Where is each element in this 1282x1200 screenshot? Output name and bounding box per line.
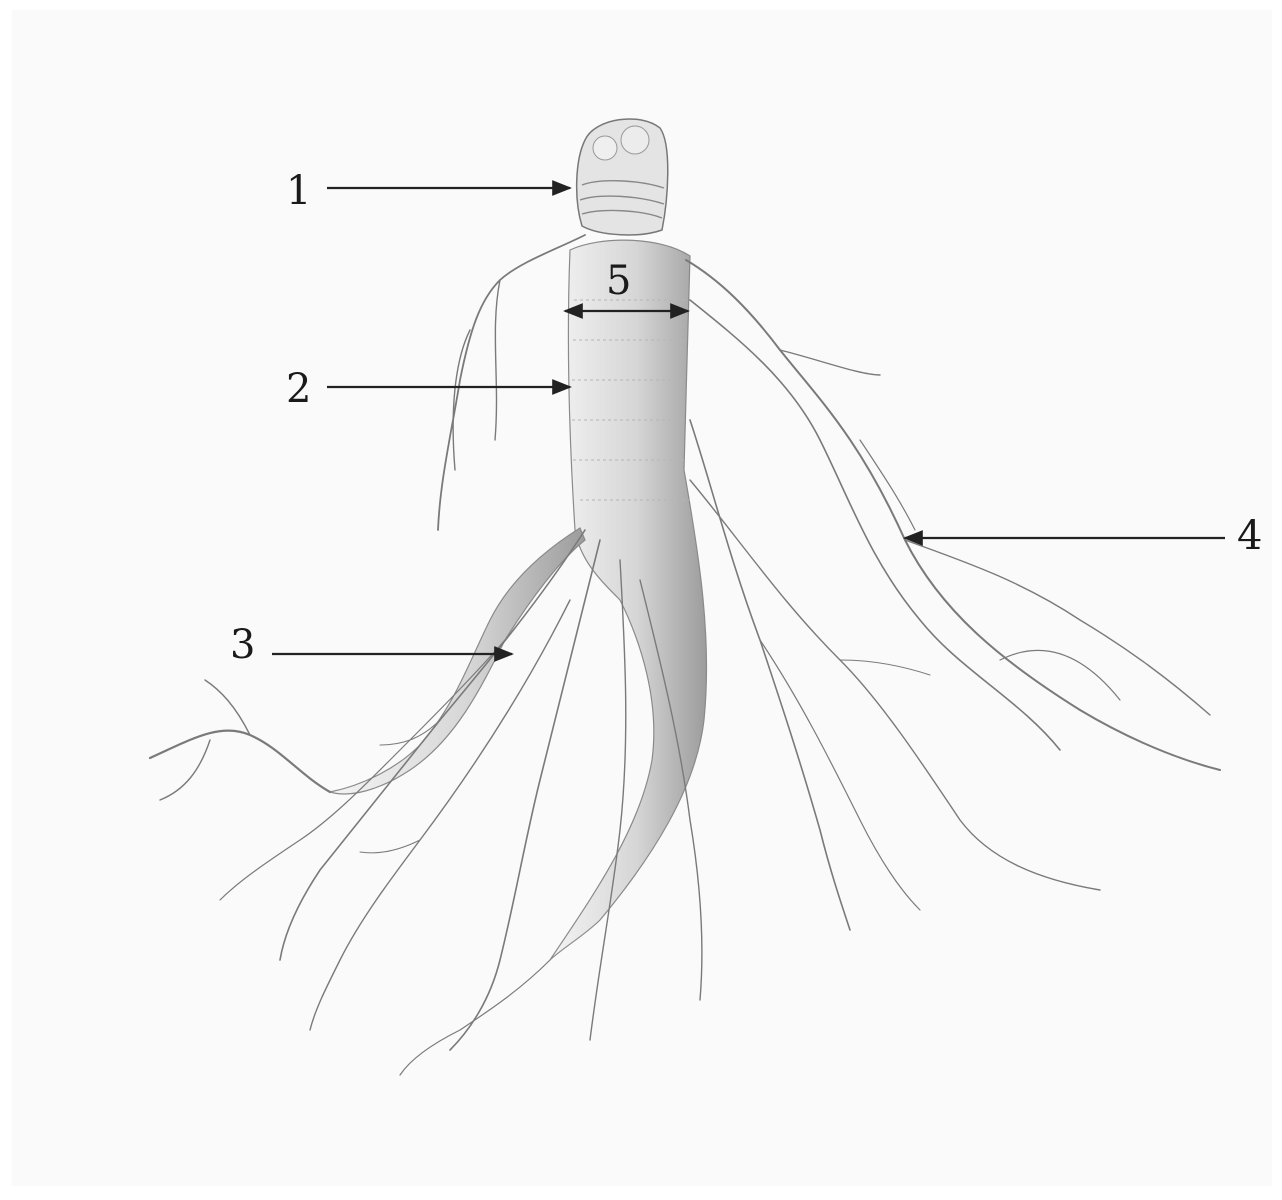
- callout-5-label: 5: [606, 258, 631, 304]
- callout-3-label: 3: [230, 622, 255, 668]
- callout-4-label: 4: [1237, 513, 1262, 559]
- callout-2-label: 2: [286, 366, 311, 412]
- rhizome-crown: [577, 119, 668, 235]
- main-root-body: [550, 240, 707, 960]
- callout-1-label: 1: [286, 168, 311, 214]
